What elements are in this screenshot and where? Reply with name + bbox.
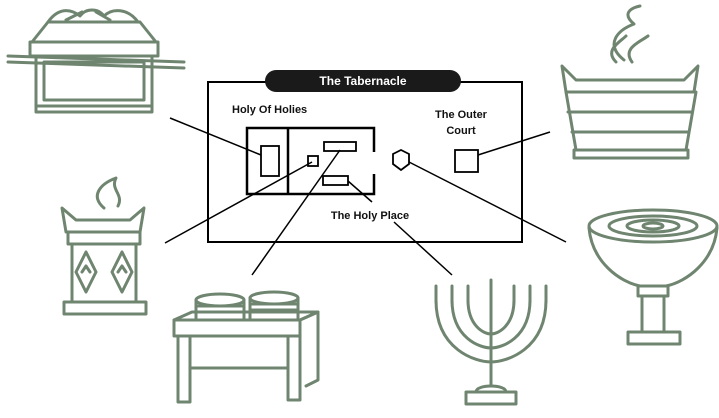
label-holy-of-holies: Holy Of Holies xyxy=(232,104,307,116)
plan-lampstand-symbol xyxy=(323,141,357,152)
plan-incense-altar-symbol xyxy=(307,155,319,167)
diagram-title: The Tabernacle xyxy=(319,74,406,88)
leader-laver xyxy=(408,161,567,243)
tent-structure xyxy=(245,126,376,196)
title-banner xyxy=(265,70,461,92)
laver-icon xyxy=(587,208,719,346)
label-outer-court-line2: Court xyxy=(446,125,476,137)
leader-ark xyxy=(169,117,262,156)
leader-menorah xyxy=(393,221,453,276)
menorah-icon xyxy=(434,278,548,406)
plan-ark-symbol xyxy=(260,145,280,177)
leader-altar xyxy=(477,131,551,156)
label-outer-court-line1: The Outer xyxy=(435,109,488,121)
ark-of-the-covenant-icon xyxy=(6,8,186,114)
label-holy-place: The Holy Place xyxy=(331,210,409,222)
tabernacle-floor-plan: The Tabernacle Holy Of Holies The Outer … xyxy=(207,70,523,243)
leader-incense-altar xyxy=(164,161,313,244)
altar-of-burnt-offering-icon xyxy=(560,4,700,160)
leader-holy-place xyxy=(347,180,373,203)
altar-of-incense-icon xyxy=(60,176,148,316)
plan-showbread-symbol xyxy=(322,175,349,186)
table-of-showbread-icon xyxy=(172,290,320,404)
leader-lines xyxy=(164,117,567,276)
leader-showbread xyxy=(251,149,341,276)
plan-laver-symbol xyxy=(392,148,410,172)
plan-altar-symbol xyxy=(454,149,479,173)
